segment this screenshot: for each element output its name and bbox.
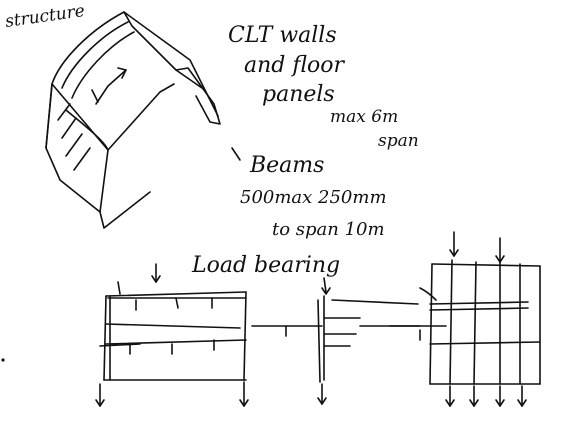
clt-span-line1: max 6m (330, 107, 398, 127)
isometric-structure-sketch (45, 11, 221, 229)
beams-title: Beams (249, 153, 324, 178)
beams-span: to span 10m (272, 219, 385, 240)
clt-note-line1: CLT walls (228, 23, 337, 48)
structure-label: structure (4, 1, 86, 32)
stray-dot (1, 358, 5, 362)
beams-size: 500max 250mm (240, 187, 387, 208)
load-bearing-label: Load bearing (191, 253, 340, 278)
beams-bullet-mark (231, 147, 241, 161)
clt-note-line2: and floor (244, 53, 346, 78)
clt-note-line3: panels (262, 82, 335, 107)
clt-span-line2: span (378, 131, 419, 151)
load-bearing-section-sketch (95, 231, 541, 407)
